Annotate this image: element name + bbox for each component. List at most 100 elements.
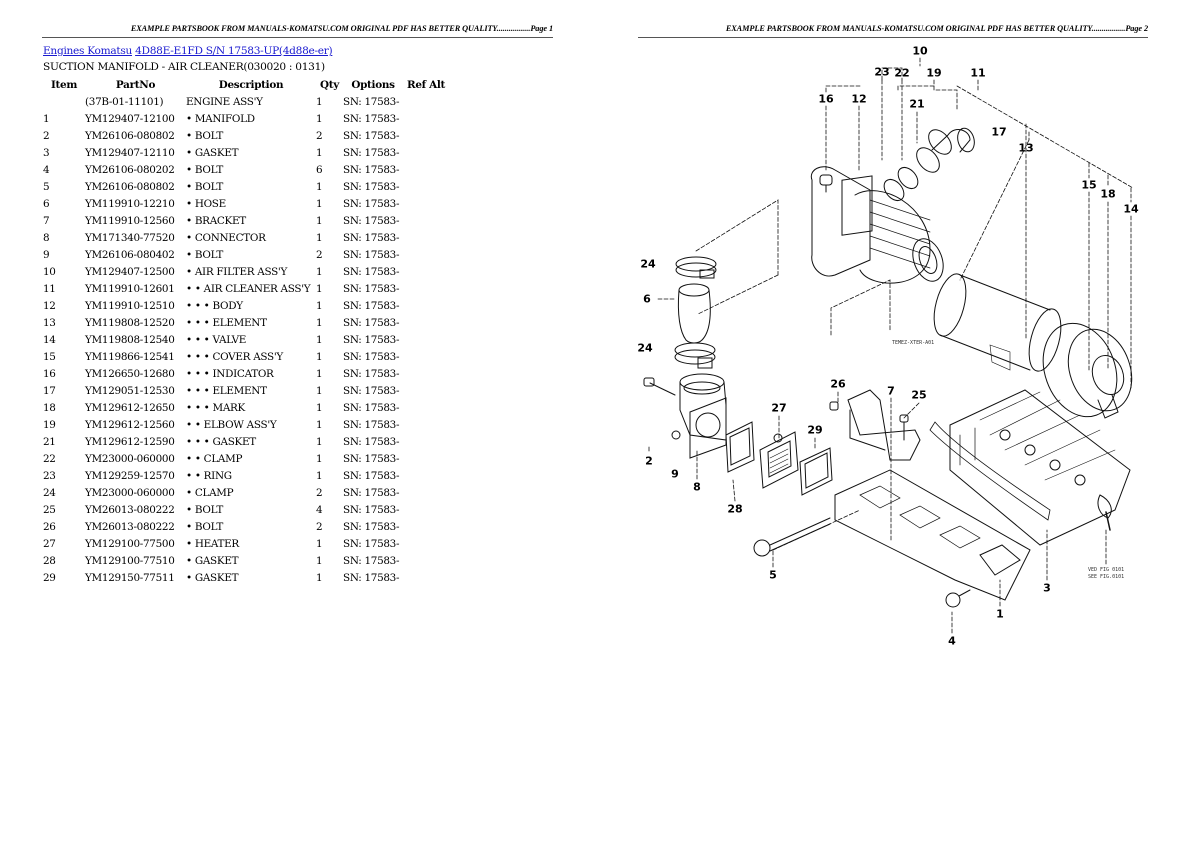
part-number-cell: YM26013-080222: [85, 520, 175, 533]
item-number-cell: 8: [43, 231, 50, 244]
options-cell: SN: 17583-: [343, 503, 400, 516]
description-cell: • • • INDICATOR: [186, 367, 274, 380]
ref-alt-cell: [403, 110, 449, 127]
description-cell: • • • BODY: [186, 299, 243, 312]
exploded-view-drawing: [643, 57, 1134, 634]
description-cell: • • CLAMP: [186, 452, 243, 465]
quantity-cell: 4: [316, 503, 323, 516]
column-header-item: Item: [50, 78, 78, 91]
ref-alt-cell: [403, 229, 449, 246]
item-number-cell: 13: [43, 316, 56, 329]
ref-alt-cell: [403, 127, 449, 144]
page-header-1: EXAMPLE PARTSBOOK FROM MANUALS-KOMATSU.C…: [42, 24, 553, 38]
item-number-cell: 6: [43, 197, 50, 210]
callout-label: 3: [1043, 581, 1051, 595]
ref-alt-cell: [403, 569, 449, 586]
description-cell: • BOLT: [186, 163, 223, 176]
callout-label: 13: [1018, 141, 1034, 155]
breadcrumb-link-model[interactable]: 4D88E-E1FD S/N 17583-UP(4d88e-er): [135, 45, 333, 57]
description-cell: • CLAMP: [186, 486, 234, 499]
quantity-cell: 1: [316, 469, 323, 482]
options-cell: SN: 17583-: [343, 486, 400, 499]
quantity-cell: 1: [316, 316, 323, 329]
options-cell: SN: 17583-: [343, 163, 400, 176]
item-number-cell: 14: [43, 333, 56, 346]
part-number-cell: YM119808-12520: [85, 316, 175, 329]
quantity-cell: 1: [316, 554, 323, 567]
quantity-cell: 1: [316, 435, 323, 448]
drawing-code: TEMEZ-XTER-A01: [892, 340, 935, 346]
part-number-cell: YM119808-12540: [85, 333, 175, 346]
part-number-cell: YM119910-12560: [85, 214, 175, 227]
part-number-cell: YM129612-12590: [85, 435, 175, 448]
options-cell: SN: 17583-: [343, 384, 400, 397]
item-number-cell: 26: [43, 520, 56, 533]
item-number-cell: 25: [43, 503, 56, 516]
ref-alt-cell: [403, 212, 449, 229]
callout-label: 9: [671, 467, 679, 481]
section-title: SUCTION MANIFOLD - AIR CLEANER(030020 : …: [43, 61, 325, 73]
options-cell: SN: 17583-: [343, 214, 400, 227]
callout-label: 1: [996, 607, 1004, 621]
part-number-cell: YM119910-12601: [85, 282, 175, 295]
description-cell: • GASKET: [186, 146, 239, 159]
column-header-qty: Qty: [320, 78, 339, 91]
ref-alt-cell: [403, 501, 449, 518]
callout-label: 19: [926, 66, 942, 80]
options-cell: SN: 17583-: [343, 537, 400, 550]
callout-label: 24: [640, 257, 656, 271]
column-header-description: Description: [218, 78, 284, 91]
breadcrumb-link-engines-komatsu[interactable]: Engines Komatsu: [43, 45, 133, 57]
description-cell: • • • ELEMENT: [186, 384, 267, 397]
options-cell: SN: 17583-: [343, 95, 400, 108]
part-number-cell: YM129407-12500: [85, 265, 175, 278]
item-number-cell: 7: [43, 214, 50, 227]
item-number-cell: 19: [43, 418, 56, 431]
callout-label: 10: [912, 44, 928, 58]
part-number-cell: (37B-01-11101): [85, 95, 164, 108]
options-cell: SN: 17583-: [343, 469, 400, 482]
item-number-cell: 4: [43, 163, 50, 176]
item-number-cell: 18: [43, 401, 56, 414]
ref-alt-cell: [403, 348, 449, 365]
part-number-cell: YM129051-12530: [85, 384, 175, 397]
description-cell: • • • COVER ASS'Y: [186, 350, 283, 363]
quantity-cell: 1: [316, 214, 323, 227]
item-number-cell: 27: [43, 537, 56, 550]
item-number-cell: 21: [43, 435, 56, 448]
description-cell: • HOSE: [186, 197, 226, 210]
ref-alt-cell: [403, 365, 449, 382]
column-header-ref-alt: Ref Alt: [407, 78, 446, 91]
quantity-cell: 6: [316, 163, 323, 176]
ref-alt-cell: [403, 416, 449, 433]
quantity-cell: 1: [316, 350, 323, 363]
item-number-cell: 23: [43, 469, 56, 482]
description-cell: • BOLT: [186, 248, 223, 261]
parts-table: Item PartNo Description Qty Options Ref …: [43, 76, 449, 586]
callout-label: 4: [948, 634, 956, 648]
item-number-cell: 2: [43, 129, 50, 142]
ref-alt-cell: [403, 552, 449, 569]
ref-alt-cell: [403, 314, 449, 331]
item-number-cell: 9: [43, 248, 50, 261]
item-number-cell: 3: [43, 146, 50, 159]
callout-label: 2: [645, 454, 653, 468]
ref-alt-cell: [403, 484, 449, 501]
callout-label: 26: [830, 377, 846, 391]
part-number-cell: YM119910-12210: [85, 197, 175, 210]
quantity-cell: 1: [316, 571, 323, 584]
quantity-cell: 1: [316, 384, 323, 397]
quantity-cell: 2: [316, 486, 323, 499]
part-number-cell: YM119910-12510: [85, 299, 175, 312]
part-number-cell: YM126650-12680: [85, 367, 175, 380]
